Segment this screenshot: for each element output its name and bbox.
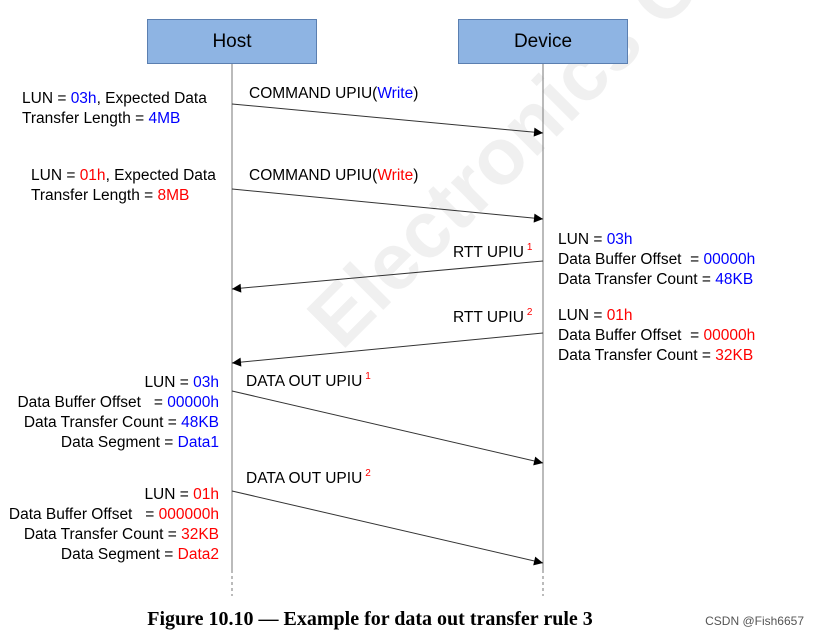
- host-label: Host: [212, 30, 252, 52]
- host-box: Host: [147, 19, 317, 64]
- rtt-2-note: LUN = 01h Data Buffer Offset = 00000h Da…: [558, 307, 756, 364]
- data-out-2-note: LUN = 01h Data Buffer Offset = 000000h D…: [8, 486, 219, 563]
- command-2-note: LUN = 01h, Expected Data Transfer Length…: [31, 167, 216, 204]
- message-label-command-2: COMMAND UPIU(Write): [249, 167, 419, 184]
- arrow-command-2: [231, 188, 544, 223]
- command-1-note: LUN = 03h, Expected Data Transfer Length…: [22, 90, 207, 127]
- rtt-1-note: LUN = 03h Data Buffer Offset = 00000h Da…: [558, 231, 756, 288]
- figure-caption: Figure 10.10 — Example for data out tran…: [147, 608, 593, 630]
- device-box: Device: [458, 19, 628, 64]
- data-out-1-note: LUN = 03h Data Buffer Offset = 00000h Da…: [17, 374, 219, 451]
- arrow-command-1: [231, 103, 544, 137]
- message-label-command-1: COMMAND UPIU(Write): [249, 85, 419, 102]
- arrow-rtt-2: [231, 332, 544, 367]
- credit-text: CSDN @Fish6657: [705, 614, 804, 628]
- device-label: Device: [513, 30, 573, 52]
- arrow-data-out-2: [231, 490, 544, 566]
- arrow-rtt-1: [231, 260, 544, 293]
- arrow-data-out-1: [231, 390, 544, 466]
